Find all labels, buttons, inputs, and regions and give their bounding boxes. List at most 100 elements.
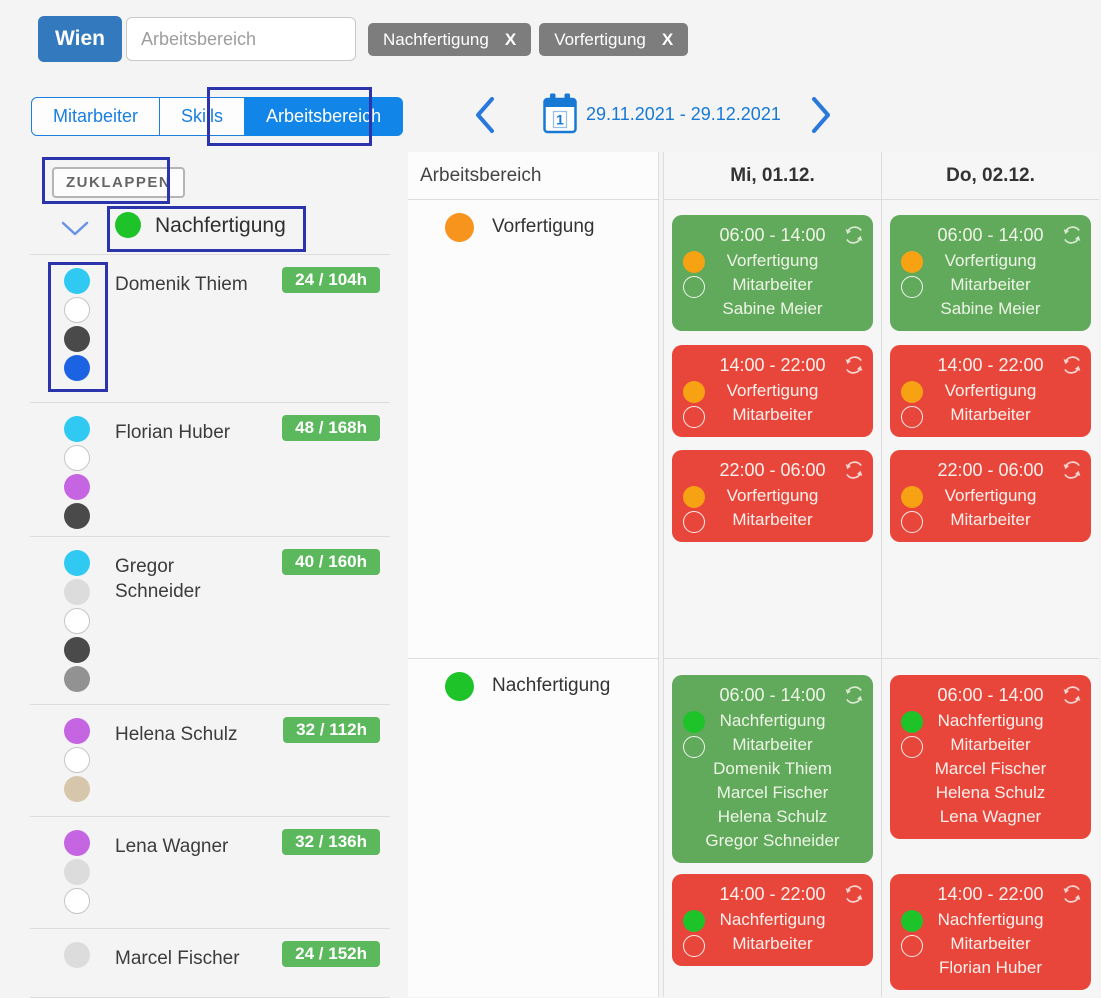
shift-area-label: Nachfertigung [937, 910, 1044, 929]
chevron-down-icon[interactable] [60, 220, 90, 237]
arbeitsbereich-search-input[interactable] [126, 17, 356, 61]
shift-role-dot [683, 935, 705, 957]
skill-dot [64, 355, 90, 381]
skill-dot [64, 859, 90, 885]
employee-row[interactable]: Lena Wagner 32 / 136h [30, 817, 390, 929]
shift-role-label: Mitarbeiter [950, 275, 1031, 294]
shift-time: 22:00 - 06:00 [937, 460, 1044, 480]
shift-area-dot [683, 381, 705, 403]
assigned-employee-name: Lena Wagner [939, 807, 1042, 826]
skill-dots [64, 416, 90, 529]
skill-dot [64, 326, 90, 352]
tab-skills[interactable]: Skills [159, 97, 246, 136]
shift-area-label: Vorfertigung [726, 251, 819, 270]
group-color-dot [115, 212, 141, 238]
group-name-label: Nachfertigung [155, 214, 286, 237]
filter-chip-nachfertigung[interactable]: Nachfertigung X [368, 23, 532, 56]
tab-mitarbeiter[interactable]: Mitarbeiter [31, 97, 161, 136]
shift-role-dot [683, 276, 705, 298]
schedule-grid: Arbeitsbereich Mi, 01.12. Do, 02.12. Vor… [408, 152, 1101, 998]
shift-area-dot [901, 251, 923, 273]
shift-area-label: Nachfertigung [719, 711, 826, 730]
employee-row[interactable]: Gregor Schneider 40 / 160h [30, 537, 390, 705]
employee-name: Gregor Schneider [115, 556, 201, 602]
remove-filter-icon[interactable]: X [661, 29, 674, 49]
group-header-nachfertigung[interactable]: Nachfertigung [30, 206, 390, 255]
skill-dots [64, 942, 90, 968]
shift-role-dot [683, 511, 705, 533]
employee-name: Lena Wagner [115, 836, 229, 857]
shift-role-dot [901, 511, 923, 533]
assigned-employee-name: Gregor Schneider [705, 831, 840, 850]
area-name-label: Vorfertigung [492, 216, 595, 237]
shift-role-label: Mitarbeiter [950, 405, 1031, 424]
hours-badge: 32 / 112h [283, 717, 380, 743]
repeat-shift-icon [845, 226, 863, 244]
shift-area-dot [683, 251, 705, 273]
repeat-shift-icon [845, 356, 863, 374]
shift-role-dot [901, 276, 923, 298]
collapse-button[interactable]: ZUKLAPPEN [52, 167, 186, 198]
shift-role-label: Mitarbeiter [732, 275, 813, 294]
area-label-cell: Vorfertigung [408, 200, 659, 659]
assigned-employee-name: Marcel Fischer [716, 783, 829, 802]
shift-time: 14:00 - 22:00 [719, 355, 826, 375]
header-day-1: Mi, 01.12. [663, 152, 881, 200]
shift-area-label: Vorfertigung [726, 381, 819, 400]
shift-time: 06:00 - 14:00 [719, 225, 826, 245]
city-button[interactable]: Wien [38, 16, 122, 62]
shift-time: 14:00 - 22:00 [937, 884, 1044, 904]
employee-name: Marcel Fischer [115, 948, 240, 969]
shift-role-label: Mitarbeiter [732, 405, 813, 424]
skill-dot [64, 579, 90, 605]
previous-week-icon[interactable] [472, 95, 498, 135]
shift-role-dot [901, 736, 923, 758]
filter-chip-label: Nachfertigung [383, 29, 489, 49]
repeat-shift-icon [845, 461, 863, 479]
skill-dot [64, 747, 90, 773]
assigned-employee-name: Helena Schulz [935, 783, 1046, 802]
shift-role-label: Mitarbeiter [950, 510, 1031, 529]
repeat-shift-icon [1063, 686, 1081, 704]
shift-role-label: Mitarbeiter [950, 735, 1031, 754]
calendar-icon[interactable]: 1 [542, 92, 578, 136]
tab-arbeitsbereich[interactable]: Arbeitsbereich [244, 97, 404, 136]
skill-dot [64, 830, 90, 856]
next-week-icon[interactable] [808, 95, 834, 135]
skill-dot [64, 608, 90, 634]
hours-badge: 32 / 136h [282, 829, 380, 855]
hours-badge: 40 / 160h [282, 549, 380, 575]
shift-time: 06:00 - 14:00 [719, 685, 826, 705]
shift-role-label: Mitarbeiter [950, 934, 1031, 953]
shift-time: 22:00 - 06:00 [719, 460, 826, 480]
remove-filter-icon[interactable]: X [504, 29, 517, 49]
date-range-label[interactable]: 29.11.2021 - 29.12.2021 [586, 104, 781, 124]
skill-dot [64, 416, 90, 442]
shift-role-label: Mitarbeiter [732, 934, 813, 953]
repeat-shift-icon [1063, 356, 1081, 374]
skill-dots [64, 268, 90, 381]
shift-area-dot [901, 910, 923, 932]
skill-dot [64, 268, 90, 294]
grid-header-row: Arbeitsbereich Mi, 01.12. Do, 02.12. [408, 152, 1101, 200]
skill-dot [64, 718, 90, 744]
shift-role-dot [901, 406, 923, 428]
calendar-day-number: 1 [556, 112, 564, 128]
